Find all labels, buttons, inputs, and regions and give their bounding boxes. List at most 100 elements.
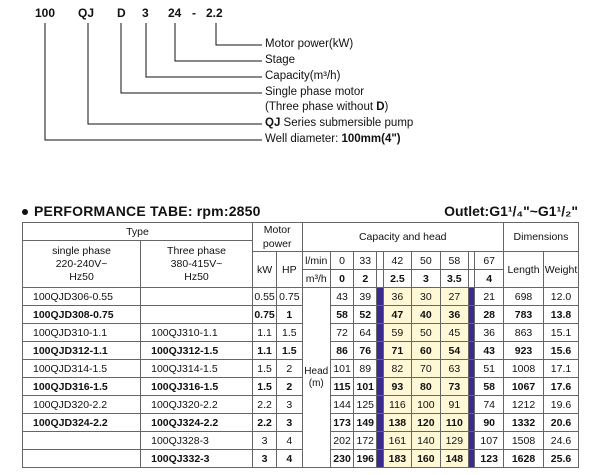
head-value-cell: 148 — [439, 449, 470, 468]
head-value-cell: 51 — [474, 359, 504, 378]
head-value-cell: 64 — [353, 323, 378, 342]
head-value-cell: 80 — [411, 377, 441, 396]
legend-capacity: Capacity(m³/h) — [265, 70, 341, 82]
head-value-cell: 76 — [353, 341, 378, 360]
head-value-cell: 36 — [382, 287, 413, 306]
lmin-value-cell: 42 — [382, 251, 413, 270]
header-hp: HP — [276, 251, 303, 288]
m3h-value-cell: 2 — [353, 269, 378, 288]
weight-kg: 15.6 — [543, 341, 579, 360]
head-value-cell: 36 — [474, 323, 504, 342]
m3h-value-cell: 3 — [411, 269, 441, 288]
three-phase-model: 100QJ328-3 — [140, 431, 253, 450]
head-value-cell: 110 — [439, 413, 470, 432]
model-code-legend: Motor power(kW) Stage Capacity(m³/h) Sin… — [0, 0, 600, 150]
code-part-power: 2.2 — [206, 6, 223, 20]
head-value-cell: 161 — [382, 431, 413, 450]
legend-stage: Stage — [265, 54, 296, 66]
m3h-value-cell: 2.5 — [382, 269, 413, 288]
single-phase-model: 100QJD306-0.55 — [21, 287, 142, 306]
code-part-stage: 24 — [168, 6, 182, 20]
header-type: Type — [22, 222, 253, 241]
power-kw: 3 — [251, 449, 278, 468]
head-value-cell: 43 — [474, 341, 504, 360]
head-value-cell: 27 — [439, 287, 470, 306]
head-value-cell: 160 — [411, 449, 441, 468]
header-weight: Weight — [543, 251, 579, 288]
three-phase-model — [140, 305, 253, 324]
header-capacity-head: Capacity and head — [301, 222, 504, 252]
power-hp: 0.75 — [276, 287, 303, 306]
lmin-value-cell: 0 — [329, 251, 355, 270]
power-hp: 3 — [276, 413, 303, 432]
lmin-value-cell: 33 — [353, 251, 378, 270]
length-mm: 923 — [502, 341, 545, 360]
head-value-cell: 140 — [411, 431, 441, 450]
head-value-cell: 101 — [353, 377, 378, 396]
head-value-cell: 129 — [439, 431, 470, 450]
length-mm: 698 — [502, 287, 545, 306]
three-phase-model: 100QJ320-2.2 — [140, 395, 253, 414]
performance-title: PERFORMANCE TABE: rpm:2850 — [22, 203, 261, 219]
head-value-cell: 91 — [439, 395, 470, 414]
code-part-dash: - — [192, 6, 196, 20]
code-part-diameter: 100 — [35, 6, 56, 20]
head-value-cell: 125 — [353, 395, 378, 414]
power-hp: 1 — [276, 305, 303, 324]
single-phase-model: 100QJD316-1.5 — [21, 377, 142, 396]
length-mm: 1212 — [502, 395, 545, 414]
m3h-value-cell: 0 — [329, 269, 355, 288]
length-mm: 1008 — [502, 359, 545, 378]
head-value-cell: 144 — [329, 395, 355, 414]
power-hp: 1.5 — [276, 323, 303, 342]
weight-kg: 12.0 — [543, 287, 579, 306]
length-mm: 863 — [502, 323, 545, 342]
head-value-cell: 120 — [411, 413, 441, 432]
header-dimensions: Dimensions — [502, 222, 580, 252]
power-kw: 2.2 — [251, 395, 278, 414]
lmin-value-cell: 50 — [411, 251, 441, 270]
head-value-cell: 173 — [329, 413, 355, 432]
power-hp: 1.5 — [276, 341, 303, 360]
power-kw: 2.2 — [251, 413, 278, 432]
column-separator-bar — [376, 449, 384, 468]
head-value-cell: 123 — [474, 449, 504, 468]
head-label: Head(m) — [301, 287, 331, 468]
weight-kg: 17.6 — [543, 377, 579, 396]
three-phase-model: 100QJ316-1.5 — [140, 377, 253, 396]
weight-kg: 25.6 — [543, 449, 579, 468]
legend-three-phase: (Three phase without D) — [265, 101, 389, 113]
head-value-cell: 172 — [353, 431, 378, 450]
head-value-cell: 40 — [411, 305, 441, 324]
head-value-cell: 149 — [353, 413, 378, 432]
head-value-cell: 54 — [439, 341, 470, 360]
three-phase-model — [140, 287, 253, 306]
lmin-value-cell: 67 — [474, 251, 504, 270]
length-mm: 783 — [502, 305, 545, 324]
head-value-cell: 59 — [382, 323, 413, 342]
head-value-cell: 21 — [474, 287, 504, 306]
header-length: Length — [502, 251, 545, 288]
single-phase-model: 100QJD320-2.2 — [21, 395, 142, 414]
head-value-cell: 100 — [411, 395, 441, 414]
weight-kg: 24.6 — [543, 431, 579, 450]
power-hp: 3 — [276, 395, 303, 414]
head-value-cell: 70 — [411, 359, 441, 378]
length-mm: 1332 — [502, 413, 545, 432]
head-value-cell: 115 — [329, 377, 355, 396]
power-hp: 4 — [276, 431, 303, 450]
power-kw: 3 — [251, 431, 278, 450]
head-value-cell: 230 — [329, 449, 355, 468]
three-phase-model: 100QJ314-1.5 — [140, 359, 253, 378]
lmin-value-cell: 58 — [439, 251, 470, 270]
weight-kg: 15.1 — [543, 323, 579, 342]
power-kw: 0.75 — [251, 305, 278, 324]
header-kw: kW — [251, 251, 278, 288]
